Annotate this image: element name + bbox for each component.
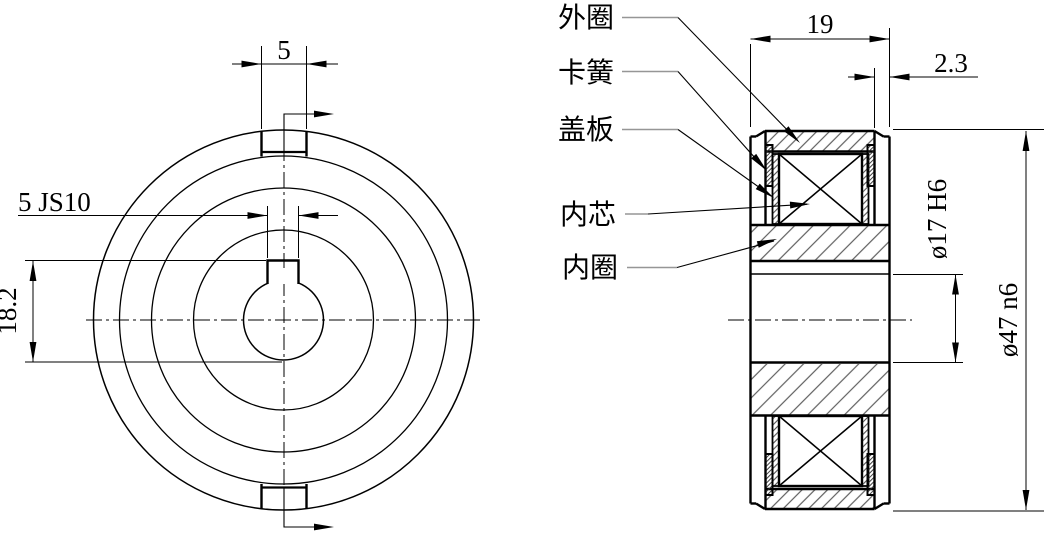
bore-keyway [266, 259, 300, 284]
cover-plate-right-bottom [861, 415, 870, 487]
sprag-box-top [777, 152, 864, 226]
dim-bore-diameter-text: ø17 H6 [922, 179, 952, 259]
sprag-box-bottom [777, 414, 864, 488]
snap-ring-right-top [866, 144, 876, 187]
front-view: 5 5 JS10 18.2 [0, 35, 480, 531]
cover-plate-left-bottom [771, 415, 780, 487]
label-inner-ring-text: 内圈 [562, 252, 618, 284]
dim-snap-groove-offset-text: 2.3 [934, 48, 968, 78]
dim-bore-keyway-width: 5 JS10 [18, 187, 338, 258]
section-view: 19 2.3 ø17 H6 ø47 n6 [728, 9, 1044, 512]
part-labels: 外圈 卡簧 盖板 内芯 内圈 [558, 2, 811, 284]
snap-ring-right-bottom [866, 453, 876, 496]
dim-total-width-text: 19 [807, 9, 834, 39]
label-inner-ring: 内圈 [562, 235, 778, 284]
inner-ring-bottom-section [750, 364, 890, 416]
od-step-circle [118, 155, 449, 485]
label-outer-ring-text: 外圈 [558, 2, 614, 34]
label-cover-plate: 盖板 [558, 114, 776, 201]
bore-keyway-mask [268, 268, 298, 284]
dim-total-width: 19 [750, 9, 890, 127]
inner-ring-top-section [750, 225, 890, 261]
label-snap-ring: 卡簧 [558, 57, 770, 174]
label-inner-core-text: 内芯 [560, 199, 616, 231]
dim-bore-keyway-width-text: 5 JS10 [18, 187, 91, 217]
dim-bore-keyway-depth: 18.2 [0, 260, 282, 363]
dim-od-slot-width: 5 [232, 35, 338, 129]
od-slot-bottom [260, 484, 308, 509]
section-arrow-bottom [283, 488, 334, 531]
section-arrow-top [283, 110, 334, 152]
snap-ring-left-bottom [764, 453, 774, 496]
inner-ring-circle [192, 229, 375, 411]
label-inner-core: 内芯 [560, 199, 811, 231]
label-outer-ring: 外圈 [558, 2, 803, 146]
dim-bore-keyway-depth-text: 18.2 [0, 287, 22, 334]
label-snap-ring-text: 卡簧 [558, 57, 614, 89]
dim-outer-diameter: ø47 n6 [893, 129, 1044, 512]
dim-od-slot-width-text: 5 [277, 35, 291, 65]
label-cover-plate-text: 盖板 [558, 114, 614, 146]
cover-plate-right-top [861, 153, 870, 225]
outer-ring-top-section [765, 131, 875, 152]
cover-plate-left-top [771, 153, 780, 225]
dim-bore-diameter: ø17 H6 [893, 179, 963, 363]
outer-ring-bottom-section [765, 489, 875, 509]
snap-ring-left-top [764, 144, 774, 187]
dim-outer-diameter-text: ø47 n6 [993, 283, 1023, 357]
cover-plate-circle [150, 187, 417, 453]
dim-snap-groove-offset: 2.3 [848, 48, 978, 128]
